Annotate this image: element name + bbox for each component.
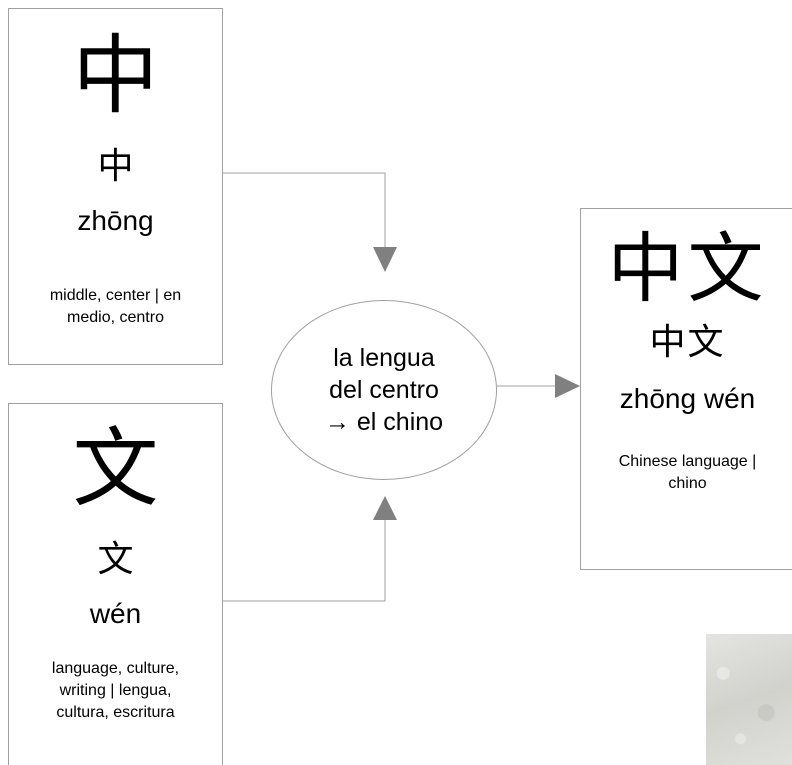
meaning-wen-line2: writing | lengua, bbox=[59, 682, 172, 699]
card-wen: 文 文 wén language, culture, writing | len… bbox=[8, 403, 223, 765]
meaning-wen-line1: language, culture, bbox=[51, 660, 180, 677]
center-concept-text: la lengua del centro → el chino bbox=[325, 342, 443, 438]
center-line-1: la lengua bbox=[333, 344, 435, 372]
meaning-zhong-line1: middle, center | en bbox=[49, 287, 182, 304]
character-zhong-small: 中 bbox=[97, 146, 134, 187]
character-wen-small: 文 bbox=[97, 539, 134, 580]
card-zhong: 中 中 zhōng middle, center | en medio, cen… bbox=[8, 8, 223, 365]
character-zhong: 中 bbox=[72, 26, 159, 126]
connector-wen-to-center bbox=[223, 520, 386, 602]
pinyin-zhongwen: zhōng wén bbox=[619, 383, 756, 414]
meaning-wen-line3: cultura, escritura bbox=[56, 704, 175, 721]
arrowhead-right-icon bbox=[555, 374, 580, 398]
pinyin-wen: wén bbox=[89, 598, 142, 629]
meaning-zhongwen-line2: chino bbox=[668, 475, 707, 492]
arrowhead-down-icon bbox=[373, 247, 397, 272]
connector-zhong-to-center bbox=[223, 172, 386, 248]
character-wen: 文 bbox=[72, 419, 159, 519]
paper-texture-swatch bbox=[706, 634, 792, 765]
arrowhead-up-icon bbox=[373, 496, 397, 520]
meaning-zhong-line2: medio, centro bbox=[67, 309, 164, 326]
meaning-zhongwen-line1: Chinese language | bbox=[618, 453, 757, 470]
card-zhongwen: 中文 中文 zhōng wén Chinese language | chino bbox=[580, 208, 792, 570]
center-line-2: del centro bbox=[329, 376, 439, 404]
pinyin-zhong: zhōng bbox=[77, 205, 154, 236]
center-line-3: → el chino bbox=[324, 408, 444, 436]
center-concept-circle: la lengua del centro → el chino bbox=[271, 300, 497, 480]
character-zhongwen-small: 中文 bbox=[649, 322, 726, 363]
character-zhongwen: 中文 bbox=[607, 224, 768, 313]
